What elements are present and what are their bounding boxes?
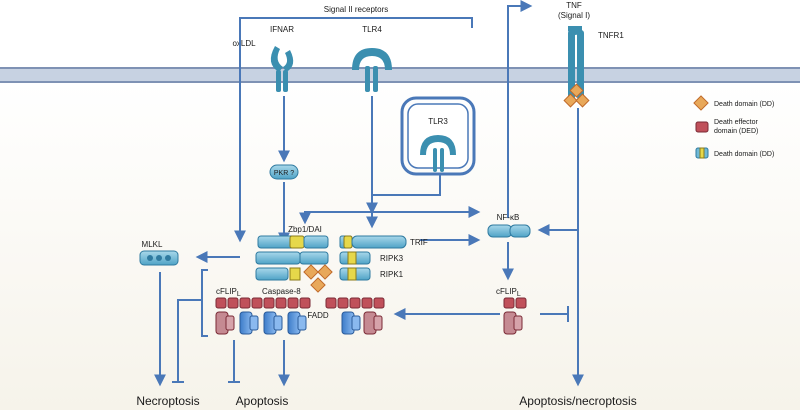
zbp1-label: Zbp1/DAI <box>288 225 322 234</box>
tnf-label: TNF <box>566 1 582 10</box>
caspase8-protein <box>239 311 361 335</box>
nfkb-protein <box>487 224 531 238</box>
mlkl-protein <box>139 250 179 266</box>
legend-dd-bars: Death domain (DD) <box>695 147 774 159</box>
cflip-right-label: cFLIPL <box>496 287 521 298</box>
ripk3-left <box>255 251 329 265</box>
ripk1-label: RIPK1 <box>380 270 404 279</box>
apoptosis-necroptosis-label: Apoptosis/necroptosis <box>519 394 636 408</box>
legend-dd-diamond: Death domain (DD) <box>693 95 774 111</box>
tlr4-label: TLR4 <box>362 25 382 34</box>
signal-i-label: (Signal I) <box>558 11 590 20</box>
cflip-mid-protein <box>363 311 383 335</box>
tnfr1-label: TNFR1 <box>598 31 624 40</box>
legend-ded-line2: domain (DED) <box>714 128 758 135</box>
ifnar-label: IFNAR <box>270 25 294 34</box>
arrows <box>154 0 584 387</box>
pkr-protein <box>269 164 299 180</box>
svg-text:Death domain (DD): Death domain (DD) <box>714 101 774 108</box>
tlr3-receptor <box>420 135 456 172</box>
mlkl-label: MLKL <box>142 240 163 249</box>
ripk1-left <box>255 264 333 293</box>
pkr-label: PKR ? <box>274 170 294 177</box>
trif-protein <box>339 235 407 249</box>
zbp1-protein <box>257 235 329 249</box>
signal-ii-label: Signal II receptors <box>324 5 388 14</box>
caspase8-label: Caspase-8 <box>262 287 301 296</box>
legend: Death domain (DD) Death effector domain … <box>693 95 774 159</box>
cflip-left-protein <box>215 311 235 335</box>
cflip-right-protein <box>503 297 527 335</box>
ripk1-protein <box>339 267 371 281</box>
oxldl-label: oxLDL <box>232 39 256 48</box>
trif-label: TRIF <box>410 238 428 247</box>
necroptosis-label: Necroptosis <box>136 394 199 408</box>
tlr3-label: TLR3 <box>428 117 448 126</box>
ripk3-label: RIPK3 <box>380 254 404 263</box>
ripk3-protein <box>339 251 371 265</box>
apoptosis-label: Apoptosis <box>236 394 289 408</box>
tnfr1-receptor <box>563 30 590 108</box>
ifnar-receptor <box>270 46 294 92</box>
tlr4-receptor <box>352 48 392 92</box>
signal-ii-bracket <box>239 17 473 28</box>
nfkb-label: NF-κB <box>497 213 520 222</box>
svg-text:Death domain (DD): Death domain (DD) <box>714 151 774 158</box>
legend-ded: Death effector domain (DED) <box>695 119 759 135</box>
ded-row <box>215 297 385 309</box>
legend-ded-line1: Death effector <box>714 119 759 126</box>
cflip-left-label: cFLIPL <box>216 287 241 298</box>
cell-membrane <box>0 67 800 83</box>
fadd-label: FADD <box>307 311 329 320</box>
